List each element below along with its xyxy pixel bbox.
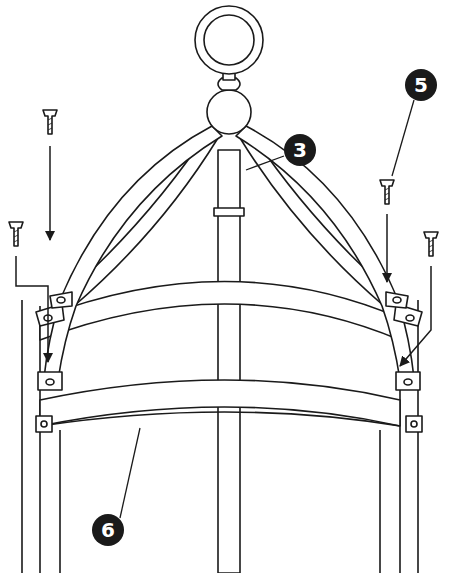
front-arm-right bbox=[236, 126, 414, 380]
tab bbox=[36, 416, 52, 432]
callout-number: 3 bbox=[293, 138, 307, 162]
upper-band bbox=[40, 282, 400, 341]
insertion-arrows bbox=[16, 146, 431, 366]
hanging-ring bbox=[195, 6, 263, 74]
back-posts bbox=[60, 430, 380, 573]
rod-collar bbox=[214, 208, 244, 216]
callout-number: 6 bbox=[101, 518, 115, 542]
finial-ball bbox=[207, 90, 251, 134]
tab bbox=[396, 372, 420, 390]
tab bbox=[38, 372, 62, 390]
callout-number: 5 bbox=[414, 73, 428, 97]
left-post bbox=[22, 300, 40, 573]
tab bbox=[50, 292, 72, 308]
screws bbox=[9, 110, 438, 256]
lower-band bbox=[40, 380, 400, 426]
front-arm-left bbox=[44, 126, 222, 380]
band-edge bbox=[40, 412, 400, 426]
callout-circle: 6 bbox=[92, 514, 124, 546]
tab bbox=[386, 292, 408, 308]
callout-circle: 5 bbox=[405, 69, 437, 101]
leader-lines bbox=[120, 100, 414, 518]
callout-circle: 3 bbox=[284, 134, 316, 166]
tab bbox=[406, 416, 422, 432]
